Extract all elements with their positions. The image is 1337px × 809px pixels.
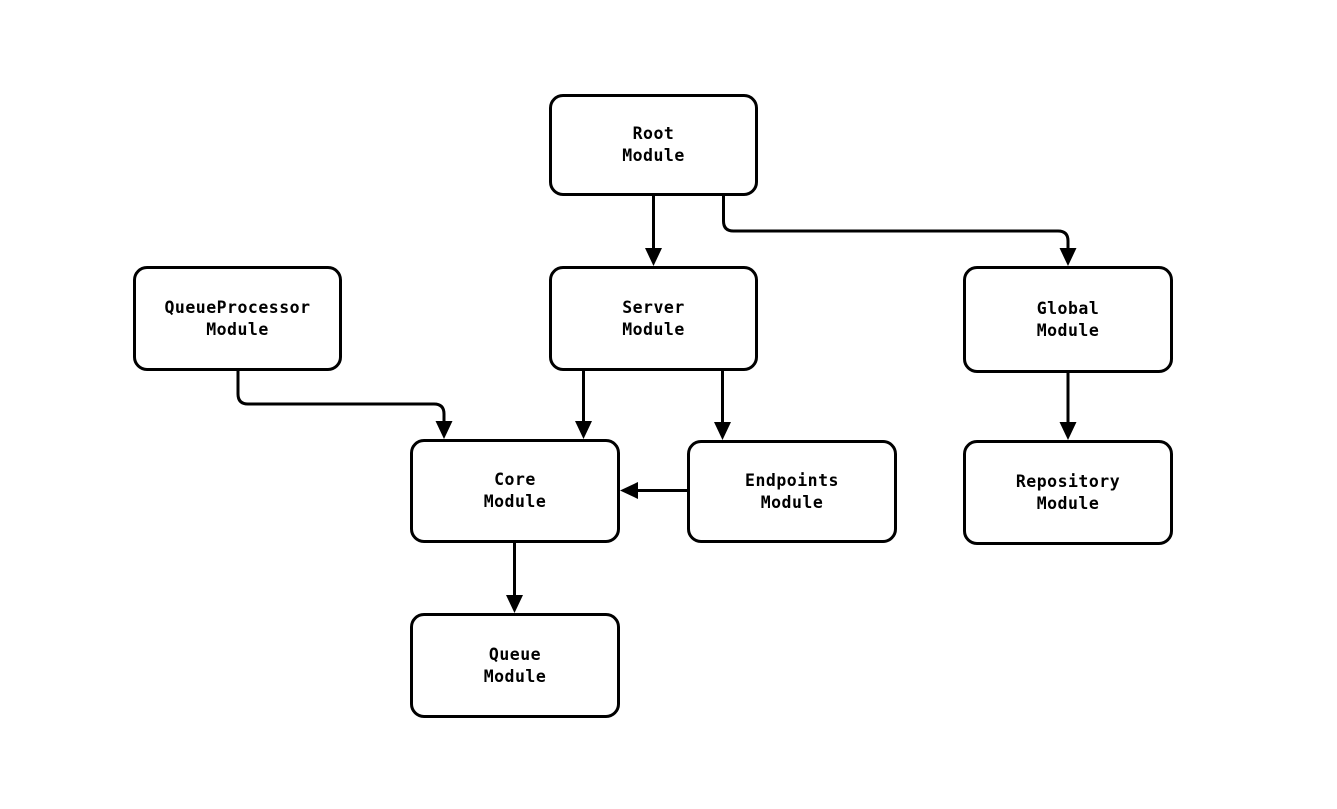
node-server-module-title: Server [622, 297, 685, 317]
edge-server-to-core [575, 371, 592, 439]
node-endpoints-module-subtitle: Module [760, 492, 824, 512]
node-repository-module-subtitle: Module [1036, 493, 1100, 513]
node-queueprocessor-module-title: QueueProcessor [164, 297, 311, 317]
node-global-module-subtitle: Module [1036, 320, 1100, 340]
edge-endpoints-to-core [620, 482, 687, 499]
node-root-module[interactable]: Root Module [549, 94, 758, 196]
node-repository-module-title: Repository [1015, 471, 1121, 491]
node-core-module[interactable]: Core Module [410, 439, 620, 543]
edge-root-to-global [722, 196, 1077, 266]
node-server-module-subtitle: Module [622, 319, 685, 339]
edge-root-to-server [645, 196, 662, 266]
node-server-module[interactable]: Server Module [549, 266, 758, 371]
node-queueprocessor-module-subtitle: Module [206, 319, 269, 339]
edge-core-to-queue [506, 543, 523, 613]
node-queueprocessor-module[interactable]: QueueProcessor Module [133, 266, 342, 371]
node-queue-module[interactable]: Queue Module [410, 613, 620, 718]
node-global-module-title: Global [1036, 298, 1100, 318]
node-repository-module[interactable]: Repository Module [963, 440, 1173, 545]
node-endpoints-module-title: Endpoints [745, 470, 839, 490]
node-root-module-title: Root [632, 124, 675, 143]
node-global-module[interactable]: Global Module [963, 266, 1173, 373]
edge-server-to-endpoints [714, 371, 731, 440]
node-root-module-subtitle: Module [622, 146, 685, 165]
edge-queueprocessor-to-core [236, 371, 453, 439]
node-queue-module-subtitle: Module [483, 666, 547, 686]
node-endpoints-module[interactable]: Endpoints Module [687, 440, 897, 543]
edge-global-to-repository [1059, 373, 1077, 440]
node-queue-module-title: Queue [488, 644, 542, 664]
node-core-module-subtitle: Module [483, 492, 547, 511]
node-core-module-title: Core [494, 470, 536, 489]
